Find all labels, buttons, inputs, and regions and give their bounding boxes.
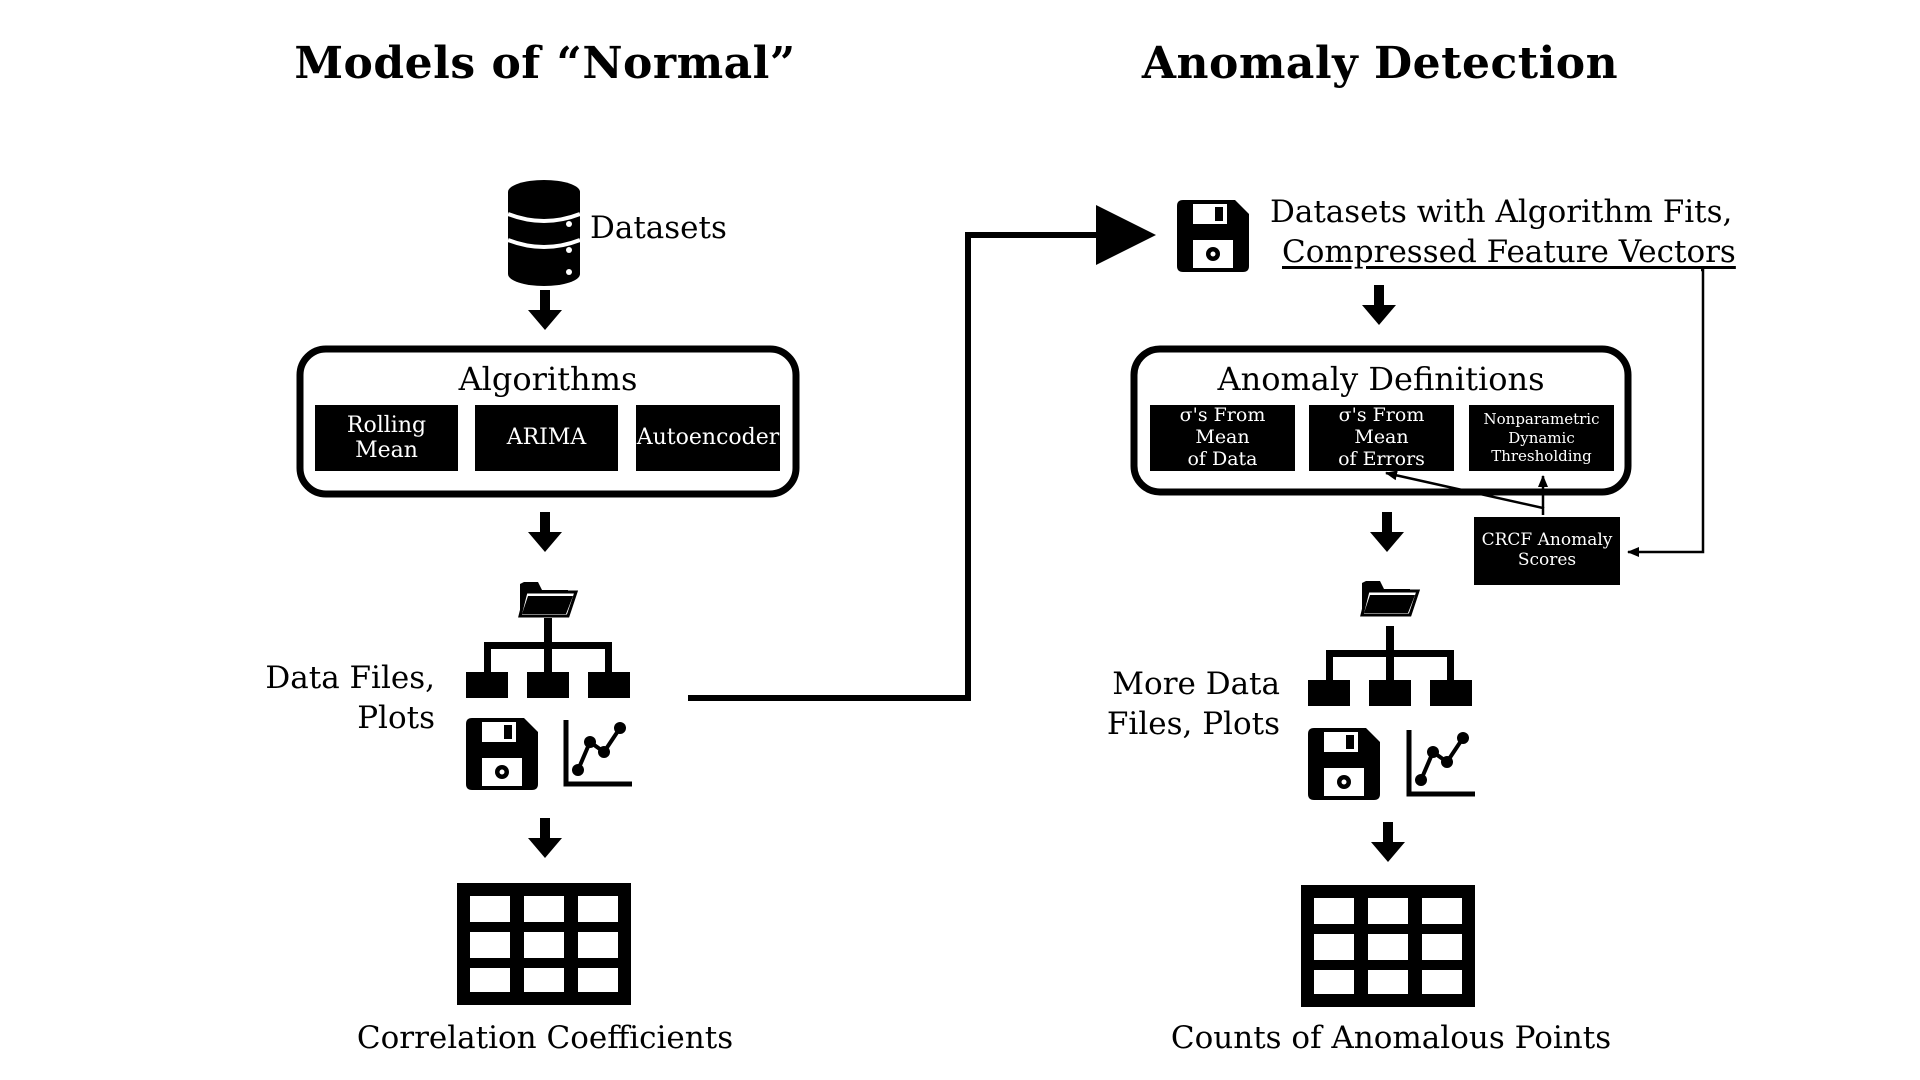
right-title: Anomaly Detection xyxy=(1141,38,1619,89)
datasets-label: Datasets xyxy=(590,210,727,246)
anomalous-counts-label: Counts of Anomalous Points xyxy=(1170,1020,1612,1056)
more-data-label-line1: More Data xyxy=(1112,666,1280,702)
nonparametric-line3: Thresholding xyxy=(1491,447,1592,466)
tree-structure-icon xyxy=(466,618,630,698)
sigma-errors-line1: σ's From Mean xyxy=(1338,404,1425,449)
nonparametric-box: Nonparametric Dynamic Thresholding xyxy=(1469,405,1614,471)
left-title: Models of “Normal” xyxy=(294,38,796,89)
correlation-label: Correlation Coefficients xyxy=(356,1020,734,1056)
crcf-line2: Scores xyxy=(1517,550,1577,570)
connector-arrow xyxy=(688,205,1156,701)
nonparametric-line2: Dynamic xyxy=(1508,428,1575,447)
crcf-box: CRCF Anomaly Scores xyxy=(1474,517,1620,585)
rolling-mean-box: Rolling Mean xyxy=(315,405,458,471)
sigma-data-box: σ's From Mean of Data xyxy=(1150,404,1295,471)
data-files-label-line1: Data Files, xyxy=(265,660,435,696)
arrow-down-icon xyxy=(1371,822,1405,862)
datasets-fits-label-line2: Compressed Feature Vectors xyxy=(1282,234,1736,270)
floppy-disk-icon xyxy=(1308,728,1380,800)
data-files-label-line2: Plots xyxy=(357,700,435,736)
anomaly-definitions-title: Anomaly Definitions xyxy=(1217,360,1545,398)
sigma-data-line1: σ's From Mean xyxy=(1179,404,1266,449)
arrow-down-icon xyxy=(1362,285,1396,325)
table-grid-icon xyxy=(457,883,631,1005)
algorithms-box xyxy=(296,345,800,498)
anomaly-definitions-box xyxy=(1130,345,1632,496)
table-grid-icon xyxy=(1301,885,1475,1007)
sigma-errors-line2: of Errors xyxy=(1338,447,1425,470)
crcf-line1: CRCF Anomaly xyxy=(1481,530,1613,551)
tree-structure-icon xyxy=(1308,626,1472,706)
arima-box: ARIMA xyxy=(475,405,618,471)
datasets-fits-label-line1: Datasets with Algorithm Fits, xyxy=(1270,194,1733,230)
arrow-down-icon xyxy=(528,818,562,858)
sigma-errors-box: σ's From Mean of Errors xyxy=(1309,404,1454,471)
line-chart-icon xyxy=(1409,730,1475,794)
arrow-down-icon xyxy=(1370,512,1404,552)
autoencoder-box: Autoencoder xyxy=(636,405,780,471)
floppy-disk-icon xyxy=(1177,200,1249,272)
more-data-label-line2: Files, Plots xyxy=(1106,706,1280,742)
floppy-disk-icon xyxy=(466,718,538,790)
arrow-down-icon xyxy=(528,290,562,330)
arrow-down-icon xyxy=(528,512,562,552)
nonparametric-line1: Nonparametric xyxy=(1483,409,1600,428)
folder-icon xyxy=(1360,579,1420,617)
feedback-arrow xyxy=(1627,268,1705,557)
folder-icon xyxy=(518,580,578,618)
line-chart-icon xyxy=(566,720,632,784)
algorithms-title: Algorithms xyxy=(458,360,638,398)
sigma-data-line2: of Data xyxy=(1187,447,1258,470)
database-icon xyxy=(507,180,581,286)
